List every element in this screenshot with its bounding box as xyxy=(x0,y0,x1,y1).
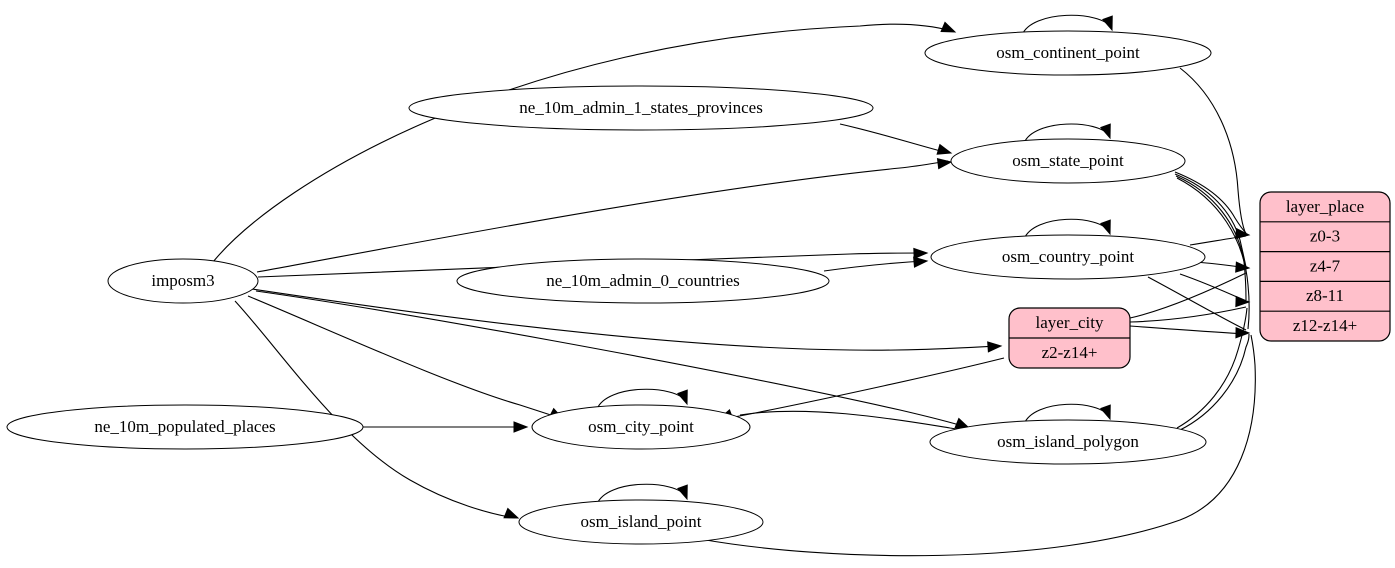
arrowhead-ah-place-z12-14 xyxy=(1235,327,1251,339)
arrowhead-ah-city-in-2 xyxy=(513,421,529,433)
edge-osm_state_point-to-layer_place xyxy=(1176,177,1250,330)
edge-osm_island_polygon-to-layer_place xyxy=(1179,333,1250,431)
node-shape-ne_states xyxy=(408,85,874,131)
node-osm_island_point[interactable]: osm_island_point xyxy=(518,499,764,545)
node-shape-imposm3 xyxy=(107,258,259,304)
arrowhead-ah-island-point-loop xyxy=(677,484,688,501)
arrowhead-ah-place-z4-7 xyxy=(1235,261,1251,273)
node-shape-osm_city_point xyxy=(531,404,751,450)
arrowhead-ah-state-in-1 xyxy=(936,143,953,155)
node-osm_island_polygon[interactable]: osm_island_polygon xyxy=(929,419,1207,465)
arrowhead-ah-city-loop xyxy=(677,389,688,406)
arrowhead-ah-state-loop xyxy=(1100,123,1111,140)
ellipse-nodes-layer: imposm3 ne_10m_admin_1_states_provincesne… xyxy=(6,30,1212,545)
edge-imposm3-to-osm_island_point xyxy=(234,300,516,519)
node-ne_countries[interactable]: ne_10m_admin_0_countries xyxy=(456,258,830,304)
edge-osm_state_point-to-layer_place xyxy=(1174,171,1247,234)
node-osm_city_point[interactable]: osm_city_point xyxy=(531,404,751,450)
edge-imposm3-to-osm_island_polygon xyxy=(255,290,967,428)
node-ne_places[interactable]: ne_10m_populated_places xyxy=(6,404,364,450)
edges-layer xyxy=(212,23,1256,557)
node-shape-ne_places xyxy=(6,404,364,450)
node-shape-osm_continent_point xyxy=(924,30,1212,76)
node-shape-osm_island_point xyxy=(518,499,764,545)
edge-osm_continent_point-to-layer_place xyxy=(1179,67,1247,235)
arrowhead-ah-state-in-2 xyxy=(936,157,953,170)
node-osm_country_point[interactable]: osm_country_point xyxy=(930,234,1206,280)
edge-osm_city_point-to-osm_island_polygon xyxy=(739,410,967,432)
arrowhead-ah-island-point-in xyxy=(503,507,520,519)
edge-osm_island_point-to-layer_place xyxy=(699,334,1256,557)
node-shape-ne_countries xyxy=(456,258,830,304)
arrowhead-ah-continent-in xyxy=(940,21,957,33)
node-osm_continent_point[interactable]: osm_continent_point xyxy=(924,30,1212,76)
edge-layer_city_src-to-osm_city_point xyxy=(721,357,1005,420)
node-shape-osm_island_polygon xyxy=(929,419,1207,465)
edge-imposm3-to-osm_continent_point xyxy=(212,23,953,263)
edge-layer_city-to-layer_place xyxy=(1129,272,1247,319)
arrowhead-ah-country-loop xyxy=(1100,219,1111,236)
edge-osm_state_point-to-layer_place xyxy=(1174,173,1247,268)
edge-osm_country_point-to-layer_place xyxy=(1147,276,1247,331)
edge-osm_island_polygon-to-layer_place xyxy=(1176,307,1248,429)
arrowhead-ah-country-in-2 xyxy=(913,256,929,268)
edge-ne_countries-to-osm_country_point xyxy=(823,260,925,272)
edge-imposm3-to-layer_city xyxy=(251,288,999,351)
edge-imposm3-to-osm_state_point xyxy=(256,160,949,273)
node-shape-osm_state_point xyxy=(950,138,1186,184)
node-ne_states[interactable]: ne_10m_admin_1_states_provinces xyxy=(408,85,874,131)
arrowhead-ah-place-z8-11 xyxy=(1235,295,1251,308)
node-shape-osm_country_point xyxy=(930,234,1206,280)
arrowhead-ah-continent-loop xyxy=(1102,15,1113,32)
record-box-layer_place xyxy=(1259,191,1391,342)
node-osm_state_point[interactable]: osm_state_point xyxy=(950,138,1186,184)
edge-layer_city-to-layer_place xyxy=(1129,325,1247,335)
node-imposm3[interactable]: imposm3 xyxy=(107,258,259,304)
arrowhead-ah-layercity-in xyxy=(987,341,1003,353)
arrowhead-ah-place-z0-3 xyxy=(1234,227,1251,240)
edge-layer_city-to-layer_place xyxy=(1129,306,1247,323)
arrowhead-ah-country-in-1 xyxy=(913,247,929,260)
edge-ne_states-to-osm_state_point xyxy=(839,123,949,154)
arrowhead-ah-island-poly-loop xyxy=(1100,404,1111,421)
edge-imposm3-to-osm_city_point xyxy=(247,295,561,419)
